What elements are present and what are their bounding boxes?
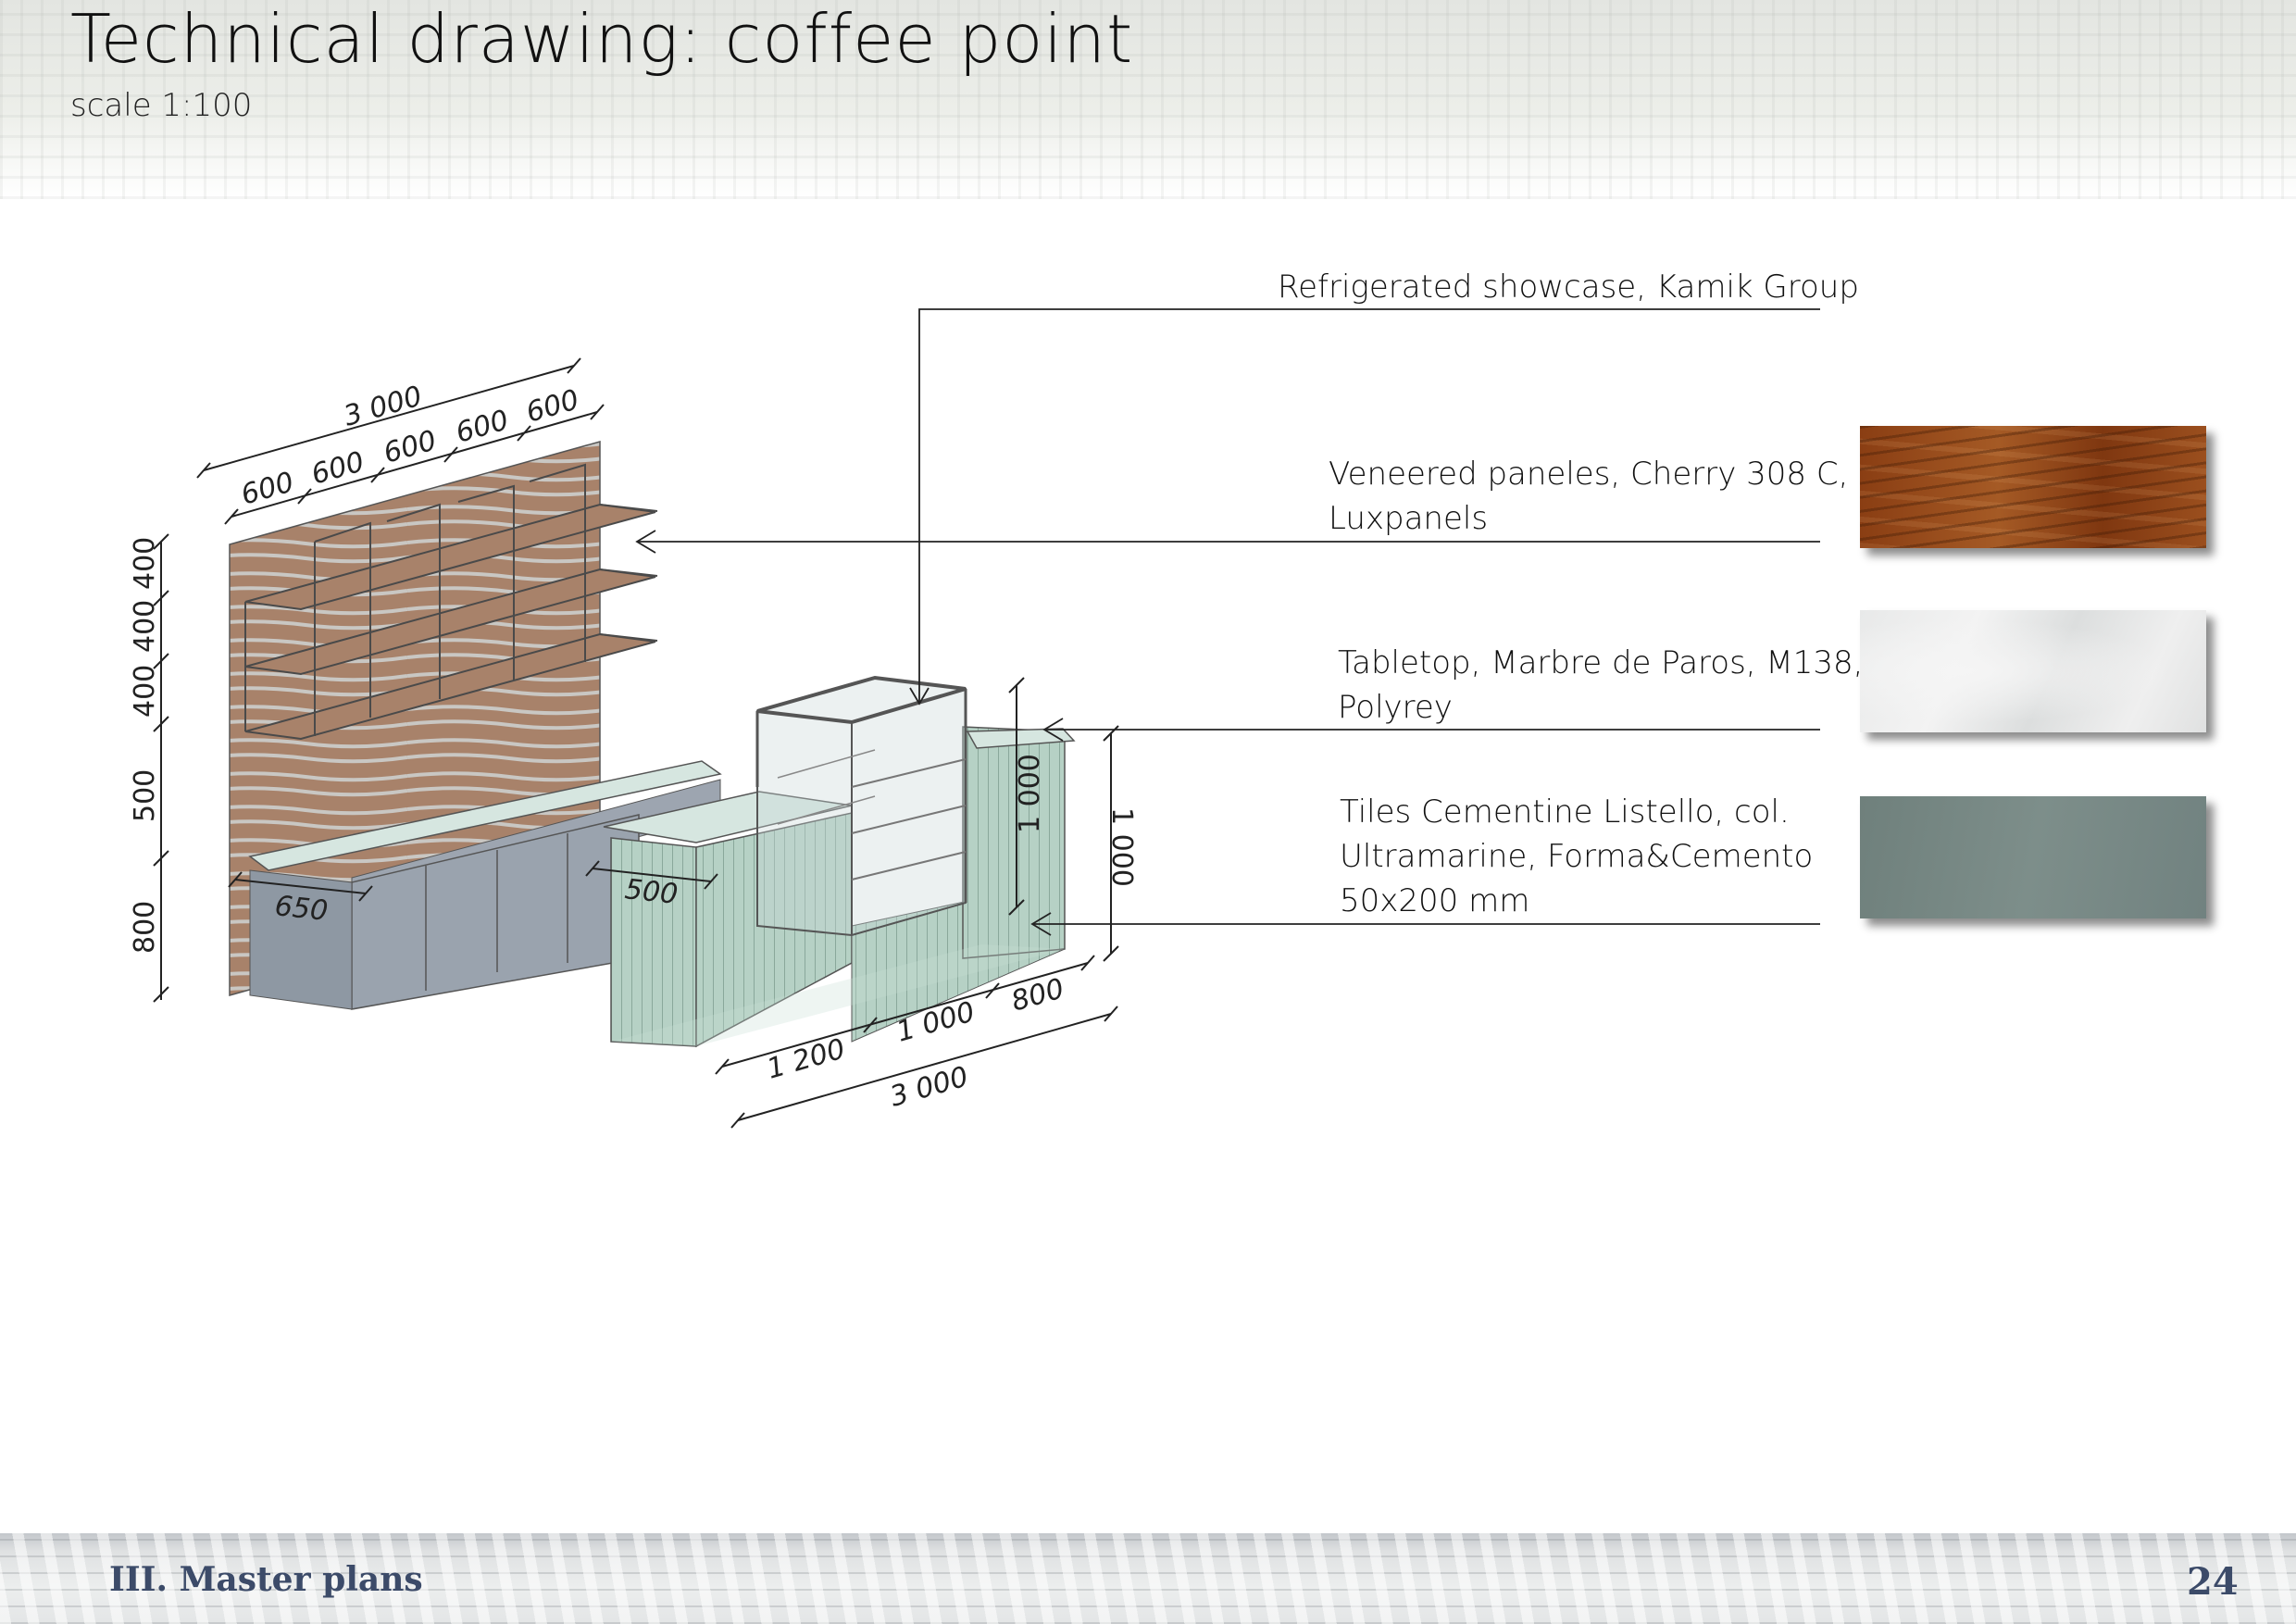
swatch-marble-tabletop <box>1860 610 2206 732</box>
page-subtitle: scale 1:100 <box>70 87 253 124</box>
dim-top-total: 3 000 <box>341 380 426 432</box>
callout-tiles: Tiles Cementine Listello, col. Ultramari… <box>1340 790 1813 923</box>
dim-height: 400 <box>129 537 161 590</box>
callout-line: Ultramarine, Forma&Cemento <box>1340 838 1814 875</box>
dim-depth-front: 500 <box>623 873 680 911</box>
callout-line: Veneered paneles, Cherry 308 C, <box>1329 456 1849 493</box>
dim-depth-back: 650 <box>273 890 330 928</box>
refrigerated-showcase <box>755 675 967 937</box>
callout-veneer: Veneered paneles, Cherry 308 C, Luxpanel… <box>1329 452 1848 541</box>
page-title: Technical drawing: coffee point <box>70 0 1134 78</box>
callout-tabletop: Tabletop, Marbre de Paros, M138, Polyrey <box>1338 641 1863 730</box>
dim-top-seg: 600 <box>308 445 368 491</box>
dim-height: 400 <box>129 665 161 718</box>
dim-top-seg: 600 <box>523 383 583 429</box>
callout-line: 50x200 mm <box>1340 882 1530 919</box>
callout-leaders <box>635 308 1820 936</box>
page-number: 24 <box>2187 1560 2239 1604</box>
dim-bottom-seg: 800 <box>1008 972 1068 1018</box>
dim-counter-height: 1 000 <box>1105 807 1138 887</box>
callout-showcase: Refrigerated showcase, Kamik Group <box>1278 265 1859 309</box>
dimension-lines <box>160 365 1112 1121</box>
footer-section-title: III. Master plans <box>109 1560 423 1599</box>
callout-line: Tabletop, Marbre de Paros, M138, <box>1338 644 1864 681</box>
callout-line: Luxpanels <box>1329 500 1489 537</box>
callout-line: Polyrey <box>1338 689 1453 726</box>
back-counter <box>248 760 722 1010</box>
dimension-ticks <box>153 357 1119 1129</box>
swatch-cement-tiles <box>1860 796 2206 918</box>
wall-shelves <box>244 463 658 741</box>
front-counter <box>603 726 1076 1048</box>
swatch-cherry-veneer <box>1860 426 2206 548</box>
dim-height: 400 <box>129 600 161 653</box>
dim-showcase-height: 1 000 <box>1014 754 1046 833</box>
header-band <box>0 0 2296 199</box>
dim-top-seg: 600 <box>238 466 298 511</box>
dim-top-seg: 600 <box>453 404 513 449</box>
dim-bottom-seg: 1 200 <box>764 1032 849 1085</box>
callout-line: Tiles Cementine Listello, col. <box>1340 793 1790 831</box>
dim-height: 800 <box>129 901 161 954</box>
dim-top-seg: 600 <box>381 424 441 469</box>
dim-bottom-total: 3 000 <box>887 1060 972 1113</box>
footer-mosaic-band <box>0 1533 2296 1624</box>
dim-height: 500 <box>129 769 161 822</box>
callout-line: Refrigerated showcase, Kamik Group <box>1278 269 1859 306</box>
